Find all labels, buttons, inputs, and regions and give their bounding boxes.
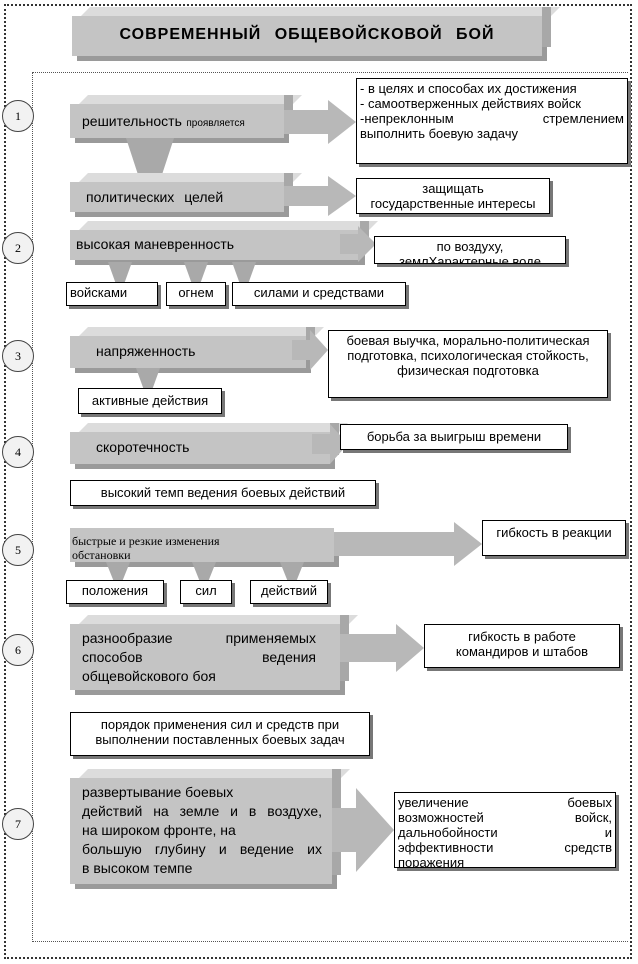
section-5-funnel-3 bbox=[280, 562, 304, 580]
section-6-block: разнообразие применяемых способов ведени… bbox=[70, 615, 349, 690]
section-3-funnel bbox=[136, 368, 160, 388]
section-4-main-text: скоротечность bbox=[96, 439, 190, 455]
section-2-sub-2: огнем bbox=[166, 282, 226, 306]
section-5-main-line: обстановки bbox=[72, 548, 131, 562]
section-number-6: 6 bbox=[2, 634, 34, 666]
section-6-main-line: разнообразие применяемых bbox=[82, 630, 316, 646]
section-3-sub: активные действия bbox=[78, 388, 222, 414]
section-7-main-line: большую глубину и ведение их bbox=[82, 841, 322, 857]
section-7-main-line: действий на земле и в воздухе, bbox=[82, 803, 322, 819]
section-5-sub-1: положения bbox=[66, 580, 164, 604]
section-6-main-line: способов ведения bbox=[82, 649, 316, 665]
section-5-main-text: быстрые и резкие изменения обстановки bbox=[72, 534, 220, 562]
section-6-sub-line: порядок применения сил и средств при bbox=[100, 717, 340, 732]
section-6-sub: порядок применения сил и средств при вып… bbox=[70, 712, 370, 756]
section-2-funnel-2 bbox=[184, 262, 208, 282]
section-1-note-line: - в целях и способах их достижения bbox=[360, 81, 577, 96]
section-5-note: гибкость в реакции bbox=[482, 520, 626, 556]
section-1-main-small: проявляется bbox=[186, 118, 245, 129]
section-6-arrow bbox=[340, 624, 424, 672]
section-5-funnel-2 bbox=[192, 562, 216, 580]
section-2-block: высокая маневренность bbox=[70, 221, 369, 260]
section-5-sub-3: действий bbox=[250, 580, 328, 604]
section-1-note: - в целях и способах их достижения - сам… bbox=[356, 78, 628, 164]
section-6-main-line: общевойскового боя bbox=[82, 668, 216, 684]
section-7-note-line: возможностей войск, bbox=[398, 810, 612, 825]
section-number-7: 7 bbox=[2, 808, 34, 840]
section-6-note-line: командиров и штабов bbox=[455, 644, 589, 659]
section-7-note-line: поражения bbox=[398, 855, 465, 868]
section-1-label: решительность проявляется bbox=[82, 113, 245, 131]
section-7-main-line: развертывание боевых bbox=[82, 784, 234, 800]
section-5-block: быстрые и резкие изменения обстановки bbox=[70, 528, 334, 562]
section-3-note: боевая выучка, морально-политическая под… bbox=[328, 330, 608, 398]
page-title: СОВРЕМЕННЫЙ ОБЩЕВОЙСКОВОЙ БОЙ bbox=[119, 26, 495, 43]
section-2-sub-1: войсками bbox=[66, 282, 158, 306]
section-4-note: борьба за выигрыш времени bbox=[340, 424, 568, 450]
section-4-block: скоротечность bbox=[70, 423, 339, 464]
section-4-arrow bbox=[312, 424, 348, 464]
section-7-block: развертывание боевых действий на земле и… bbox=[70, 769, 341, 884]
section-number-3: 3 bbox=[2, 340, 34, 372]
section-7-arrow bbox=[332, 788, 394, 872]
top-connector bbox=[32, 72, 628, 73]
section-5-main-line: быстрые и резкие изменения bbox=[72, 534, 220, 548]
section-7-note-line: увеличение боевых bbox=[398, 795, 612, 810]
section-1-sub-note: защищать государственные интересы bbox=[356, 178, 550, 214]
section-1-note-line: -непреклонным стремлением bbox=[360, 111, 624, 126]
section-2-arrow bbox=[340, 226, 376, 262]
section-2-note-line: землХарактерные воде bbox=[399, 254, 541, 264]
section-1-main-text: решительность bbox=[82, 113, 182, 129]
left-spine bbox=[32, 72, 33, 942]
bottom-connector bbox=[32, 941, 628, 942]
section-4-sub: высокий темп ведения боевых действий bbox=[70, 480, 376, 506]
section-3-note-line: боевая выучка, морально-политическая bbox=[346, 333, 590, 348]
section-2-funnel-3 bbox=[232, 262, 256, 282]
section-6-note: гибкость в работе командиров и штабов bbox=[424, 624, 620, 668]
section-1-sub-note-line: защищать bbox=[422, 181, 484, 196]
section-2-main-text: высокая маневренность bbox=[76, 236, 235, 252]
section-7-main-line: в высоком темпе bbox=[82, 860, 193, 876]
section-2-funnel-1 bbox=[108, 262, 132, 282]
section-5-arrow bbox=[334, 522, 482, 566]
section-2-note-line: по воздуху, bbox=[436, 239, 504, 254]
section-6-main-text: разнообразие применяемых способов ведени… bbox=[82, 629, 316, 686]
section-3-block: напряженность bbox=[70, 327, 315, 368]
section-3-arrow bbox=[292, 330, 328, 370]
section-1-block: решительность проявляется bbox=[70, 95, 293, 138]
title-banner: СОВРЕМЕННЫЙ ОБЩЕВОЙСКОВОЙ БОЙ bbox=[72, 7, 551, 56]
diagram-frame bbox=[4, 4, 632, 959]
section-number-4: 4 bbox=[2, 436, 34, 468]
section-7-note-line: эффективности средств bbox=[398, 840, 612, 855]
section-7-main-text: развертывание боевых действий на земле и… bbox=[82, 783, 322, 878]
section-3-note-line: физическая подготовка bbox=[397, 363, 539, 378]
section-1-note-line: - самоотверженных действиях войск bbox=[360, 96, 581, 111]
section-1-note-line: выполнить боевую задачу bbox=[360, 126, 518, 141]
section-2-note: по воздуху, землХарактерные воде bbox=[374, 236, 566, 264]
section-5-sub-2: сил bbox=[180, 580, 232, 604]
section-3-note-line: подготовка, психологическая стойкость, bbox=[347, 348, 589, 363]
section-6-note-line: гибкость в работе bbox=[468, 629, 576, 644]
section-number-2: 2 bbox=[2, 232, 34, 264]
section-7-note: увеличение боевых возможностей войск, да… bbox=[394, 792, 616, 868]
section-1-sub-block: политических целей bbox=[70, 173, 293, 212]
section-number-5: 5 bbox=[2, 534, 34, 566]
section-1-sub-arrow bbox=[284, 176, 356, 216]
section-1-arrow bbox=[284, 100, 356, 144]
section-5-funnel-1 bbox=[106, 562, 130, 580]
section-6-sub-line: выполнении поставленных боевых задач bbox=[95, 732, 345, 747]
section-number-1: 1 bbox=[2, 100, 34, 132]
section-3-main-text: напряженность bbox=[96, 343, 196, 359]
section-7-note-line: дальнобойности и bbox=[398, 825, 612, 840]
section-1-sub-text: политических целей bbox=[86, 189, 224, 205]
section-1-sub-note-line: государственные интересы bbox=[370, 196, 536, 211]
section-2-sub-3: силами и средствами bbox=[232, 282, 406, 306]
section-7-main-line: на широком фронте, на bbox=[82, 822, 236, 838]
